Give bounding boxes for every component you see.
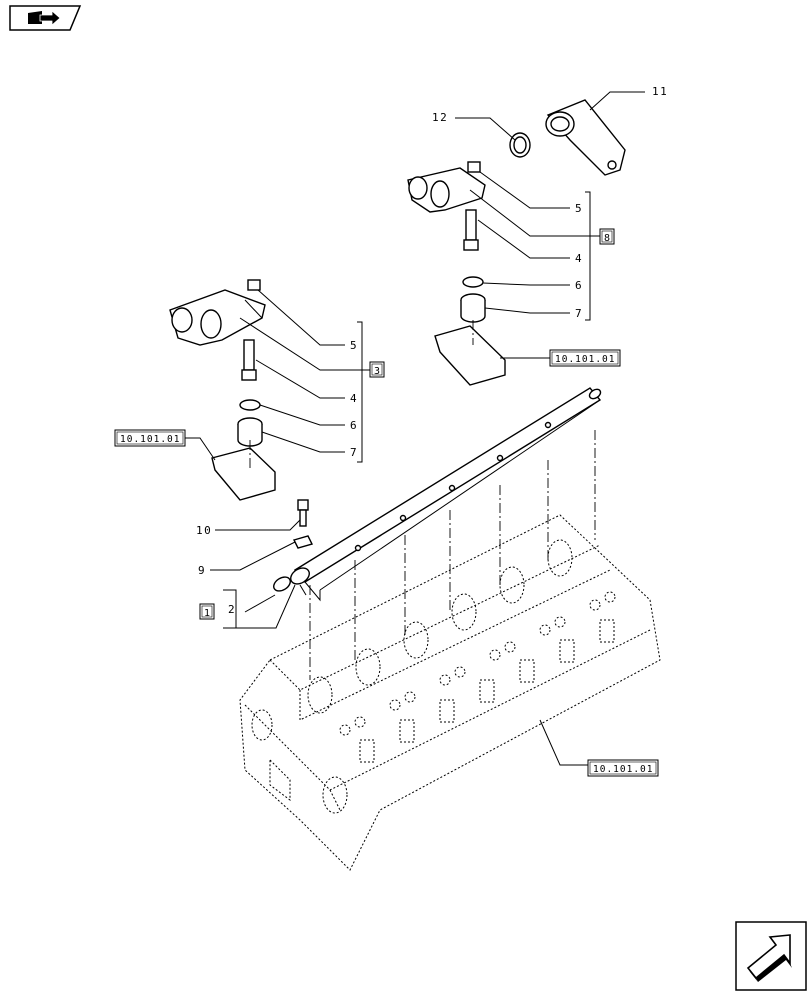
rocker-arm-right bbox=[407, 167, 486, 213]
next-page-arrow-icon bbox=[746, 934, 792, 982]
bracket-11 bbox=[545, 99, 626, 176]
washer-right bbox=[462, 276, 484, 288]
adjusting-nut-right bbox=[467, 161, 481, 173]
adjusting-nut-left bbox=[247, 279, 261, 291]
clamp-9 bbox=[292, 535, 314, 549]
bolt-10 bbox=[297, 499, 309, 527]
callout-12: 12 bbox=[432, 111, 448, 124]
reference-box-right[interactable]: 10.101.01 bbox=[549, 349, 621, 367]
svg-text:10.101.01: 10.101.01 bbox=[593, 764, 653, 775]
svg-text:8: 8 bbox=[604, 233, 610, 244]
leader-lines bbox=[180, 91, 645, 766]
group-box-8[interactable]: 8 bbox=[599, 228, 615, 245]
alignment-lines bbox=[309, 430, 596, 680]
callout-10: 10 bbox=[196, 524, 212, 537]
svg-text:10.101.01: 10.101.01 bbox=[555, 354, 615, 365]
ring-12 bbox=[509, 132, 531, 158]
shaft-oil-holes bbox=[354, 421, 552, 552]
callout-7-right: 7 bbox=[575, 307, 583, 320]
rocker-shaft bbox=[290, 387, 602, 602]
callout-6-left: 6 bbox=[350, 419, 358, 432]
sleeve-right bbox=[460, 293, 486, 323]
callout-6-right: 6 bbox=[575, 279, 583, 292]
callout-2: 2 bbox=[228, 603, 236, 616]
svg-text:3: 3 bbox=[374, 366, 380, 377]
nav-top-tab[interactable] bbox=[9, 5, 82, 31]
adjusting-screw-right bbox=[463, 209, 479, 251]
head-ports bbox=[359, 619, 615, 763]
callout-4-left: 4 bbox=[350, 392, 358, 405]
reference-box-left[interactable]: 10.101.01 bbox=[114, 429, 186, 447]
callout-7-left: 7 bbox=[350, 446, 358, 459]
callout-11: 11 bbox=[652, 85, 668, 98]
cylinder-head bbox=[239, 514, 661, 871]
svg-text:10.101.01: 10.101.01 bbox=[120, 434, 180, 445]
washer-left bbox=[239, 399, 261, 411]
group-box-1[interactable]: 1 bbox=[199, 603, 215, 620]
callout-5-right: 5 bbox=[575, 202, 583, 215]
callouts: 11 12 5 4 6 7 5 4 6 7 10 9 2 bbox=[196, 85, 668, 616]
head-valve-seats bbox=[339, 591, 616, 736]
nav-next-page-button[interactable] bbox=[735, 921, 807, 991]
reference-box-bottom[interactable]: 10.101.01 bbox=[587, 759, 659, 777]
callout-5-left: 5 bbox=[350, 339, 358, 352]
book-arrow-icon bbox=[28, 10, 61, 26]
bridge-right bbox=[434, 320, 506, 386]
bridge-left bbox=[211, 440, 276, 501]
svg-text:1: 1 bbox=[204, 608, 210, 619]
callout-4-right: 4 bbox=[575, 252, 583, 265]
head-bores bbox=[251, 539, 573, 741]
adjusting-screw-left bbox=[241, 339, 257, 381]
shaft-plug bbox=[273, 576, 291, 592]
group-box-3[interactable]: 3 bbox=[369, 361, 385, 378]
callout-9: 9 bbox=[198, 564, 206, 577]
rocker-arm-left bbox=[169, 289, 266, 346]
